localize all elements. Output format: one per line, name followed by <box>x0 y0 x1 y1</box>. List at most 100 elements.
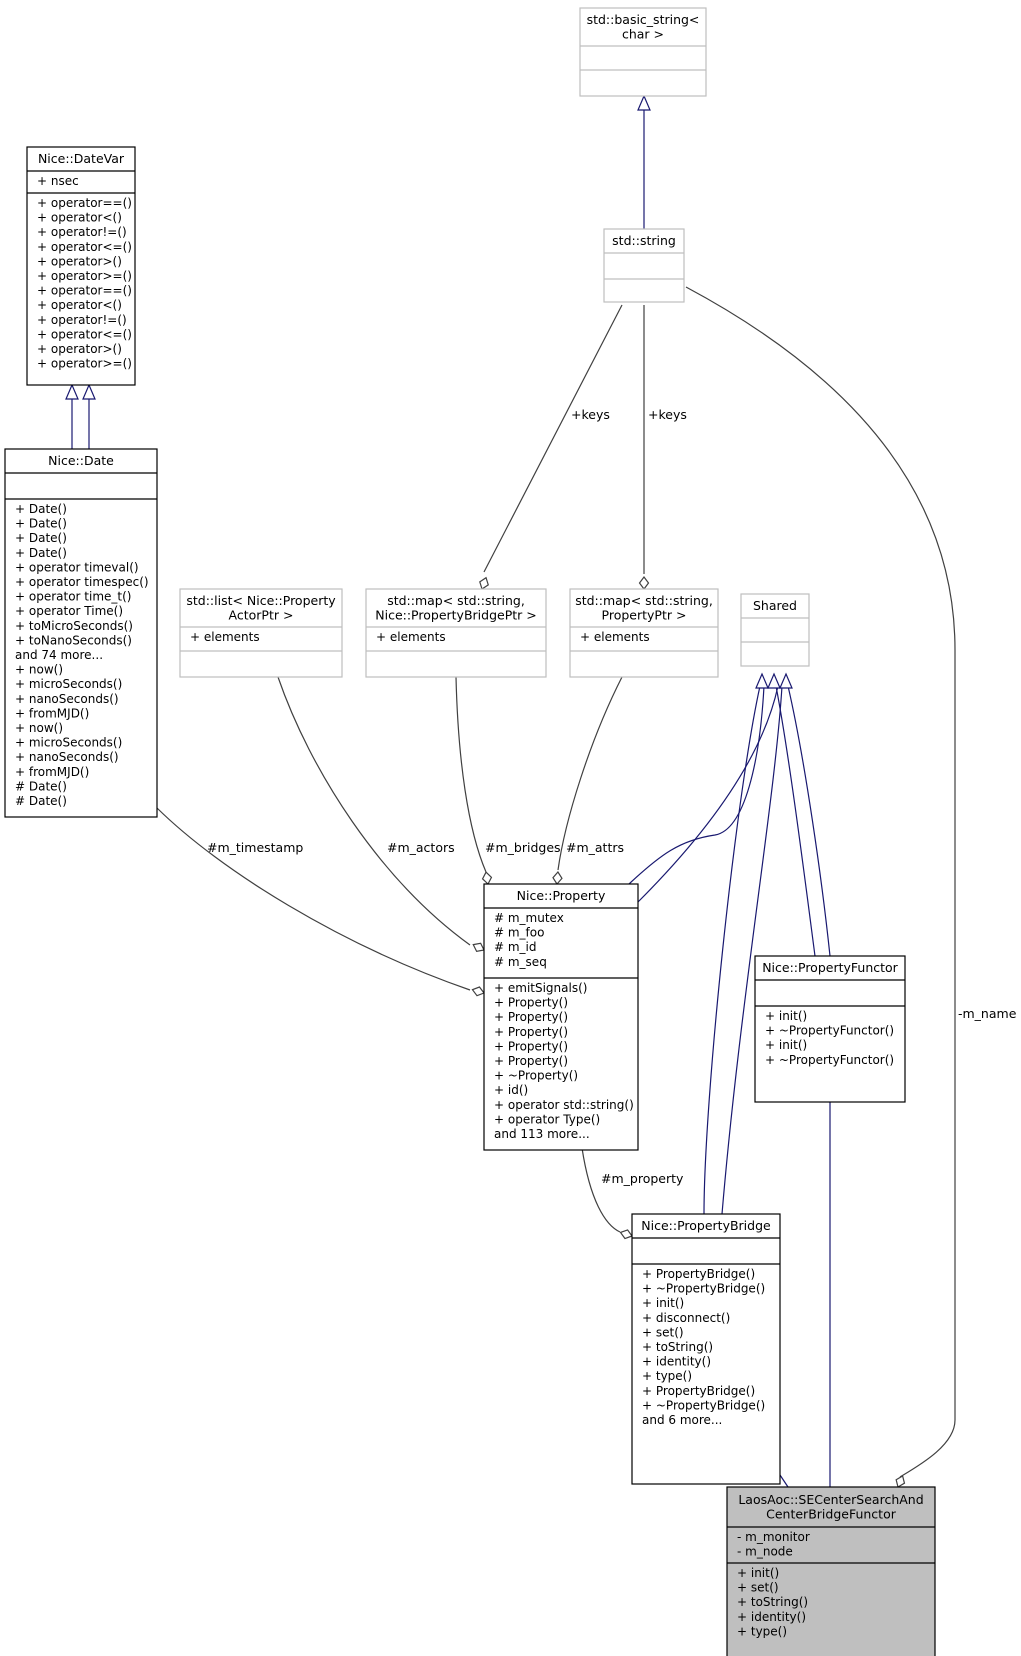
aggregation-edge <box>156 807 471 991</box>
class-method: + operator<=() <box>37 240 132 254</box>
class-method: + ~PropertyFunctor() <box>765 1053 894 1067</box>
class-box-frame <box>569 588 719 678</box>
class-attribute: # m_foo <box>494 926 544 940</box>
class-box-bridge: Nice::PropertyBridge+ PropertyBridge()+ … <box>631 1213 781 1485</box>
class-attribute: # m_mutex <box>494 911 564 925</box>
class-attribute: - m_node <box>737 1545 793 1559</box>
class-box-frame <box>726 1486 936 1656</box>
aggregation-diamond <box>619 1229 633 1240</box>
class-method: # Date() <box>15 779 67 793</box>
class-method: + now() <box>15 721 63 735</box>
class-method: + operator timespec() <box>15 575 149 589</box>
class-method: + Property() <box>494 1054 568 1068</box>
class-method: + microSeconds() <box>15 736 122 750</box>
class-method: + nanoSeconds() <box>15 750 119 764</box>
edge-label-m-timestamp: #m_timestamp <box>207 840 303 855</box>
class-attribute: - m_monitor <box>737 1530 810 1544</box>
aggregation-diamond <box>479 576 489 590</box>
class-method: + set() <box>737 1581 779 1595</box>
class-method: + operator Type() <box>494 1112 600 1126</box>
inheritance-arrowhead <box>755 672 769 689</box>
class-method: + operator std::string() <box>494 1098 634 1112</box>
class-box-datevar: Nice::DateVar+ nsec+ operator==()+ opera… <box>26 146 136 386</box>
aggregation-diamond <box>471 986 485 997</box>
class-method: + ~Property() <box>494 1069 578 1083</box>
class-method: + Date() <box>15 546 67 560</box>
inheritance-edge <box>628 685 765 885</box>
class-method: + ~PropertyBridge() <box>642 1282 765 1296</box>
class-title: std::map< std::string, <box>387 593 525 608</box>
class-box-laos: LaosAoc::SECenterSearchAndCenterBridgeFu… <box>726 1486 936 1656</box>
edge-label-m-bridges: #m_bridges <box>485 840 561 855</box>
class-method: + type() <box>737 1624 787 1638</box>
inheritance-edge <box>787 685 831 957</box>
class-method: + fromMJD() <box>15 765 89 779</box>
class-title: char > <box>622 27 664 42</box>
class-method: and 74 more... <box>15 648 103 662</box>
inheritance-arrowhead <box>65 383 79 400</box>
class-method: + operator Time() <box>15 604 123 618</box>
class-method: + operator==() <box>37 284 132 298</box>
class-method: + init() <box>765 1038 807 1052</box>
class-title: LaosAoc::SECenterSearchAnd <box>738 1492 923 1507</box>
class-method: + toMicroSeconds() <box>15 619 133 633</box>
aggregation-diamond <box>638 576 650 590</box>
class-method: + operator<() <box>37 211 122 225</box>
inheritance-edge <box>637 685 779 903</box>
class-title: Nice::PropertyBridgePtr > <box>375 608 536 623</box>
aggregation-edge <box>557 676 623 871</box>
inheritance-arrowhead <box>82 383 96 400</box>
class-method: + operator>() <box>37 254 122 268</box>
class-method: + Date() <box>15 502 67 516</box>
class-title: Nice::DateVar <box>38 151 125 166</box>
class-box-frame <box>4 448 158 818</box>
inheritance-arrowhead <box>767 672 781 689</box>
class-method: + Date() <box>15 517 67 531</box>
class-box-frame <box>603 228 685 303</box>
class-box-shared: Shared <box>740 593 810 667</box>
class-title: std::basic_string< <box>587 12 700 27</box>
class-method: + operator timeval() <box>15 560 139 574</box>
class-method: + type() <box>642 1369 692 1383</box>
class-attribute: + elements <box>190 630 260 644</box>
edges-layer <box>65 94 956 1488</box>
class-title: Nice::PropertyFunctor <box>762 960 898 975</box>
class-method: + PropertyBridge() <box>642 1267 755 1281</box>
edge-labels-layer: +keys +keys #m_timestamp #m_actors #m_br… <box>207 407 1017 1186</box>
class-method: + set() <box>642 1325 684 1339</box>
class-title: Nice::PropertyBridge <box>641 1218 771 1233</box>
class-method: + disconnect() <box>642 1311 730 1325</box>
class-box-frame <box>179 588 343 678</box>
class-method: + Property() <box>494 1010 568 1024</box>
class-method: + operator>=() <box>37 269 132 283</box>
class-method: + Property() <box>494 996 568 1010</box>
class-title: Shared <box>753 598 797 613</box>
aggregation-edge <box>455 676 487 873</box>
class-method: + toString() <box>737 1595 808 1609</box>
class-box-std-string: std::string <box>603 228 685 303</box>
class-method: + emitSignals() <box>494 981 587 995</box>
inheritance-edge <box>703 685 761 1215</box>
class-box-frame <box>579 7 707 97</box>
class-method: + toString() <box>642 1340 713 1354</box>
class-box-date: Nice::Date+ Date()+ Date()+ Date()+ Date… <box>4 448 158 818</box>
class-method: + init() <box>765 1009 807 1023</box>
edge-label-m-actors: #m_actors <box>387 840 455 855</box>
class-title: PropertyPtr > <box>602 608 687 623</box>
class-attribute: + nsec <box>37 174 79 188</box>
class-attribute: # m_id <box>494 940 537 954</box>
aggregation-diamond <box>552 871 563 885</box>
class-title: std::map< std::string, <box>575 593 713 608</box>
class-method: + ~PropertyFunctor() <box>765 1024 894 1038</box>
class-attribute: # m_seq <box>494 955 547 969</box>
class-method: + nanoSeconds() <box>15 692 119 706</box>
class-method: + PropertyBridge() <box>642 1384 755 1398</box>
aggregation-diamond <box>481 871 493 885</box>
class-box-frame <box>483 883 639 1151</box>
edge-label-m-property: #m_property <box>601 1171 684 1186</box>
class-method: and 113 more... <box>494 1127 590 1141</box>
inheritance-edge <box>775 685 816 957</box>
class-method: + operator<() <box>37 298 122 312</box>
class-method: + init() <box>642 1296 684 1310</box>
class-method: + microSeconds() <box>15 677 122 691</box>
